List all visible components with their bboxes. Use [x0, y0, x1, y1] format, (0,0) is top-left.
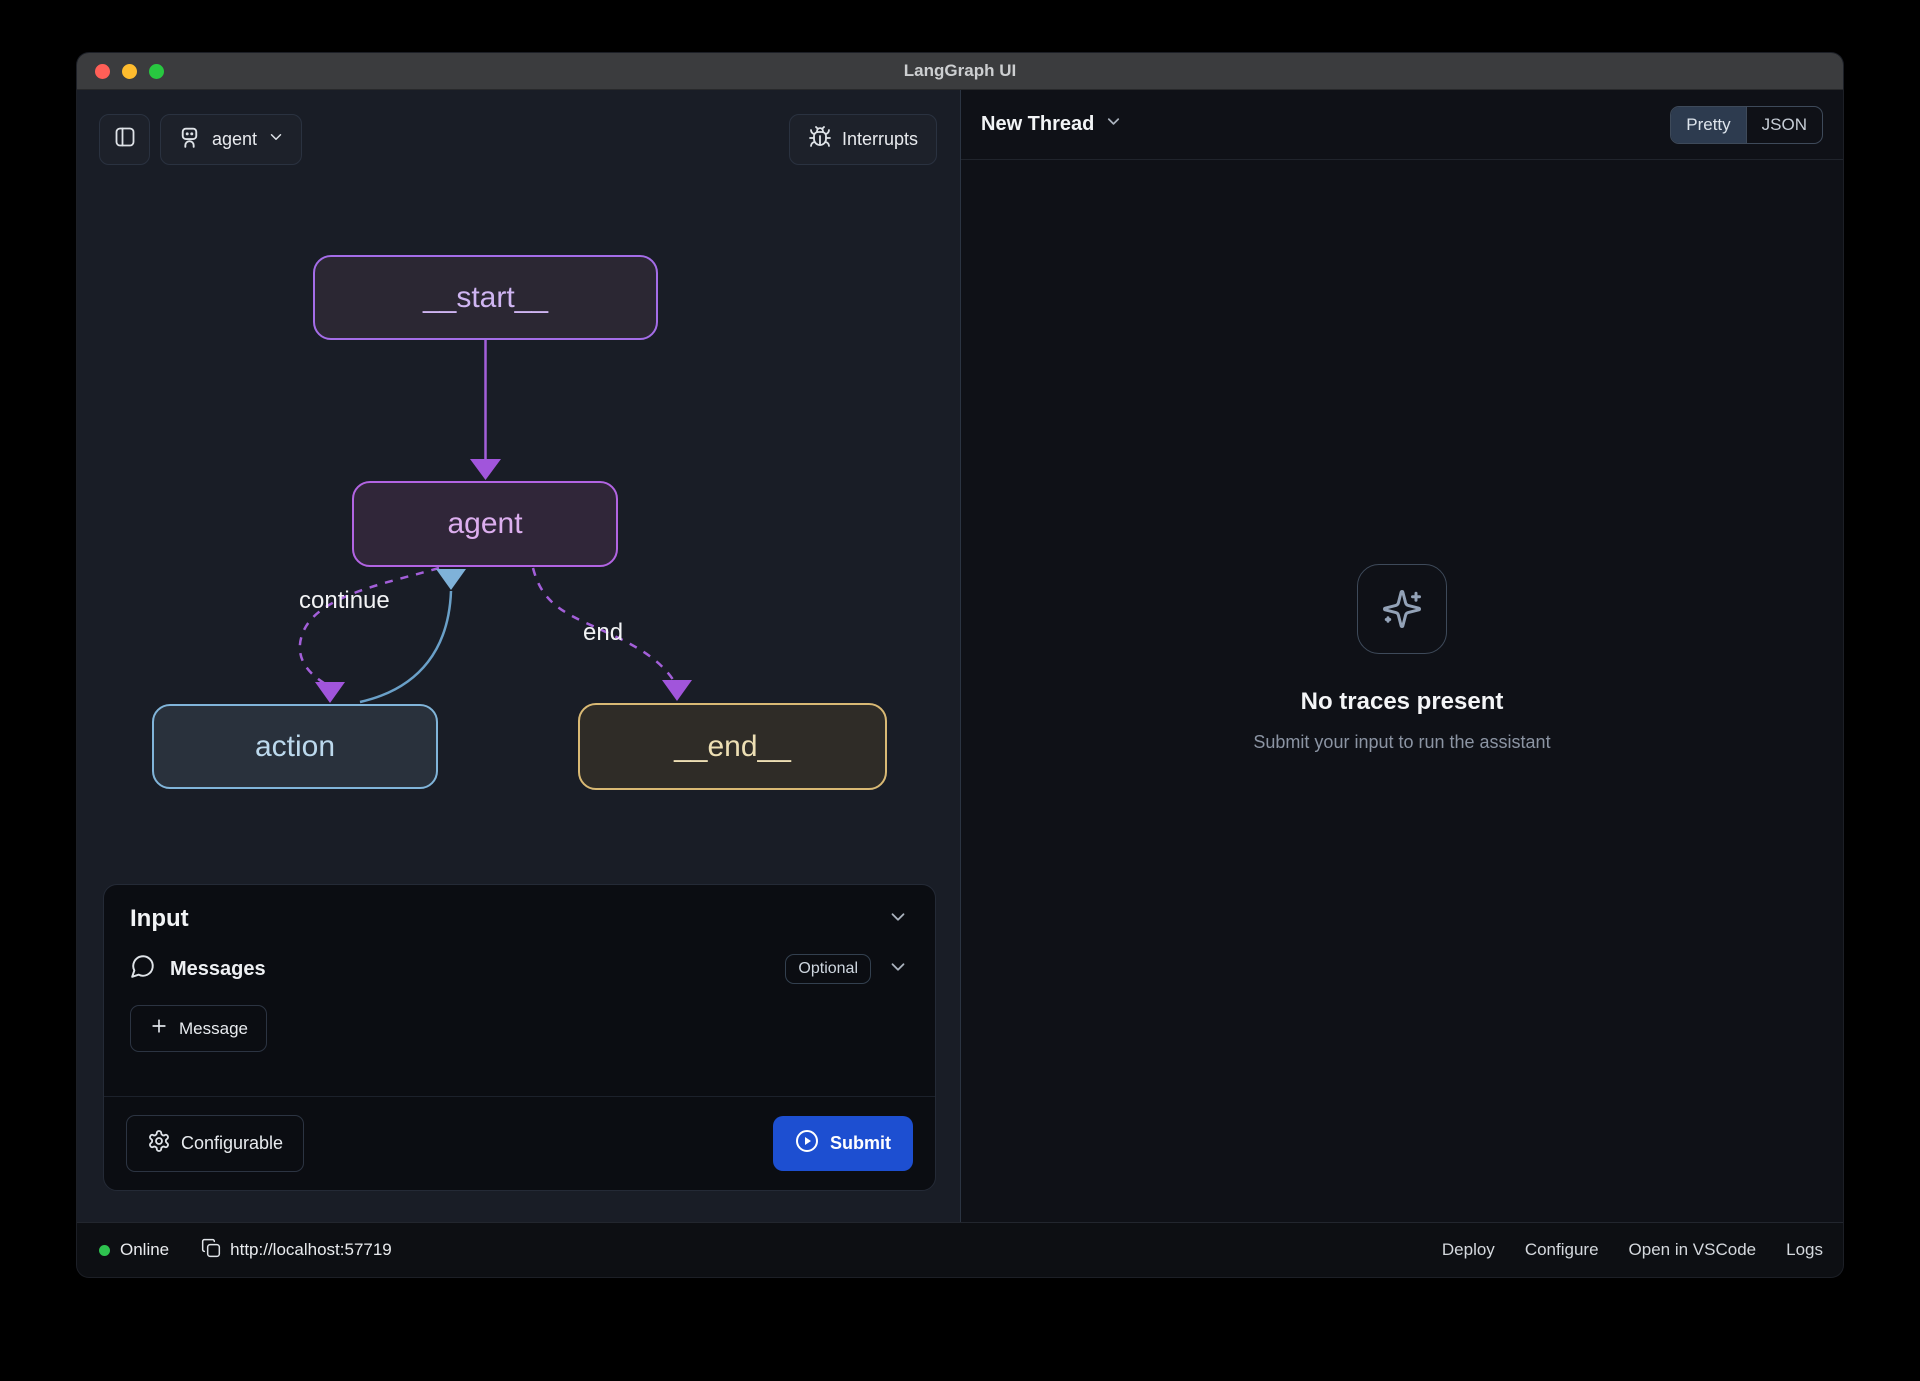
- robot-icon: [177, 125, 202, 155]
- node-label: __end__: [674, 729, 791, 763]
- configure-link[interactable]: Configure: [1524, 1240, 1599, 1259]
- plus-icon: [149, 1016, 169, 1041]
- interrupts-button[interactable]: Interrupts: [788, 114, 937, 165]
- collapse-messages-chevron-icon[interactable]: [887, 956, 909, 983]
- node-label: agent: [447, 507, 523, 540]
- submit-label: Submit: [830, 1133, 891, 1153]
- chevron-down-icon: [1104, 112, 1123, 137]
- optional-badge: Optional: [785, 954, 871, 984]
- configurable-button[interactable]: Configurable: [126, 1115, 305, 1172]
- traffic-lights: [95, 53, 164, 89]
- logs-link[interactable]: Logs: [1786, 1240, 1823, 1259]
- thread-title-label: New Thread: [981, 113, 1095, 135]
- online-status-dot: [99, 1244, 110, 1256]
- graph-node-agent[interactable]: agent: [352, 481, 618, 567]
- empty-state-title: No traces present: [1300, 687, 1504, 715]
- panel-left-icon: [113, 125, 137, 154]
- toggle-json[interactable]: JSON: [1745, 107, 1822, 143]
- deploy-link[interactable]: Deploy: [1441, 1240, 1495, 1259]
- sidebar-toggle-button[interactable]: [99, 114, 150, 165]
- submit-button[interactable]: Submit: [773, 1116, 913, 1171]
- graph-pane: agent Interrupts: [77, 90, 961, 1222]
- empty-state-subtitle: Submit your input to run the assistant: [1253, 731, 1551, 752]
- thread-header: New Thread Pretty JSON: [961, 90, 1843, 160]
- minimize-window-button[interactable]: [122, 63, 137, 79]
- bug-icon: [808, 125, 832, 154]
- agent-selector-label: agent: [212, 129, 258, 149]
- add-message-label: Message: [179, 1018, 248, 1038]
- input-panel: Input Messages Optional: [103, 884, 936, 1191]
- message-bubble-icon: [130, 953, 156, 985]
- edge-label-continue: continue: [299, 587, 390, 614]
- status-bar: Online http://localhost:57719 Deploy Con…: [77, 1222, 1843, 1277]
- graph-node-end[interactable]: __end__: [578, 703, 887, 790]
- graph-node-action[interactable]: action: [152, 704, 438, 789]
- add-message-button[interactable]: Message: [130, 1005, 267, 1052]
- edge-label-end: end: [583, 619, 624, 646]
- open-in-vscode-link[interactable]: Open in VSCode: [1628, 1240, 1757, 1259]
- input-panel-title: Input: [130, 905, 189, 932]
- graph-node-start[interactable]: __start__: [313, 255, 658, 340]
- messages-row: Messages Optional: [104, 943, 935, 995]
- titlebar: LangGraph UI: [77, 53, 1843, 90]
- view-mode-toggle: Pretty JSON: [1670, 106, 1823, 144]
- thread-selector[interactable]: New Thread: [981, 112, 1123, 137]
- graph-edges: [298, 340, 692, 704]
- thread-empty-state: No traces present Submit your input to r…: [961, 94, 1843, 1222]
- close-window-button[interactable]: [95, 63, 110, 79]
- toggle-pretty[interactable]: Pretty: [1671, 107, 1746, 143]
- chevron-down-icon: [267, 128, 285, 151]
- sparkles-icon: [1357, 563, 1447, 654]
- collapse-input-chevron-icon[interactable]: [887, 906, 909, 933]
- configurable-label: Configurable: [181, 1133, 284, 1153]
- online-status-label: Online: [120, 1240, 170, 1259]
- copy-icon[interactable]: [201, 1238, 221, 1263]
- app-window: LangGraph UI: [77, 53, 1843, 1277]
- window-title: LangGraph UI: [903, 61, 1017, 80]
- messages-label: Messages: [170, 957, 266, 980]
- server-url: http://localhost:57719: [230, 1240, 392, 1259]
- thread-pane: New Thread Pretty JSON No trac: [961, 90, 1843, 1222]
- agent-selector-button[interactable]: agent: [160, 114, 303, 165]
- node-label: action: [254, 729, 336, 763]
- gear-icon: [147, 1129, 171, 1158]
- maximize-window-button[interactable]: [149, 63, 164, 79]
- input-panel-footer: Configurable Submit: [104, 1096, 935, 1190]
- play-circle-icon: [795, 1129, 819, 1158]
- interrupts-label: Interrupts: [841, 129, 918, 149]
- node-label: __start__: [422, 280, 549, 314]
